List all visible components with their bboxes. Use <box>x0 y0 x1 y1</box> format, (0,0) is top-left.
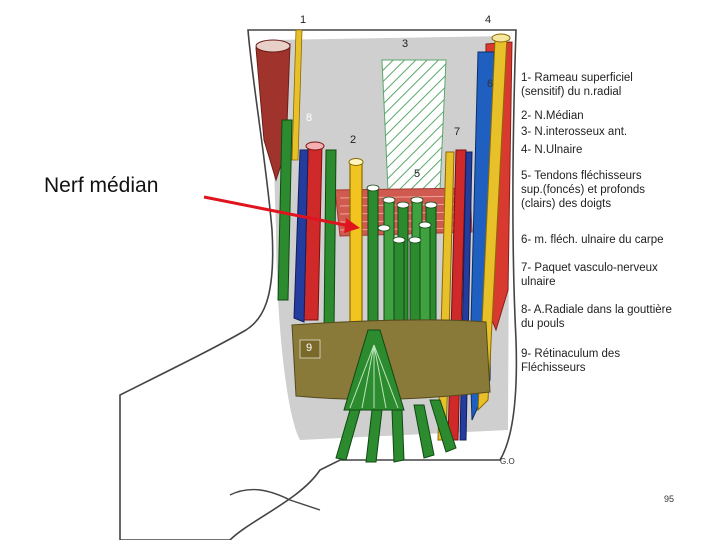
distal-tendons <box>335 399 457 463</box>
legend-item-6: 6- m. fléch. ulnaire du carpe <box>521 234 664 246</box>
retinaculum-label-box <box>299 339 321 359</box>
number-4: 4 <box>485 14 492 26</box>
number-5: 5 <box>414 168 421 180</box>
number-1: 1 <box>300 14 307 26</box>
superficial-radial-nerve <box>291 29 303 161</box>
number-6: 6 <box>487 78 494 90</box>
hand-outline <box>229 488 321 511</box>
number-3: 3 <box>402 38 409 50</box>
ulnar-nerve-cut <box>491 33 511 43</box>
pointer-arrow-head <box>344 218 360 233</box>
legend-item-3: 3- N.interosseux ant. <box>521 126 628 138</box>
author-signature: G.O <box>500 457 515 466</box>
median-nerve-cut <box>348 158 364 166</box>
legend-item-4: 4- N.Ulnaire <box>521 144 583 156</box>
median-nerve <box>349 161 363 331</box>
fan-lines <box>349 344 399 409</box>
tendon-cut-ends <box>366 184 438 244</box>
number-9: 9 <box>306 342 313 354</box>
number-8: 8 <box>306 112 313 124</box>
legend-item-9: 9- Rétinaculum des Fléchisseurs <box>521 348 621 375</box>
number-2: 2 <box>350 134 357 146</box>
legend-item-8: 8- A.Radiale dans la gouttière du pouls <box>521 304 672 331</box>
number-7: 7 <box>454 126 461 138</box>
radial-artery-cut <box>305 141 325 151</box>
legend-item-7: 7- Paquet vasculo-nerveux ulnaire <box>521 262 658 289</box>
flexor-retinaculum <box>291 319 491 400</box>
legend-item-2: 2- N.Médian <box>521 110 584 122</box>
flexor-tendons <box>367 187 437 341</box>
radial-vein <box>293 149 309 323</box>
legend-item-5: 5- Tendons fléchisseurs sup.(foncés) et … <box>521 170 646 211</box>
pointer-arrow <box>203 195 351 228</box>
page-number: 95 <box>664 494 675 504</box>
legend-item-1: 1- Rameau superficiel (sensitif) du n.ra… <box>521 72 633 99</box>
figure-title: Nerf médian <box>44 174 159 197</box>
brachioradialis-cut <box>255 39 291 53</box>
